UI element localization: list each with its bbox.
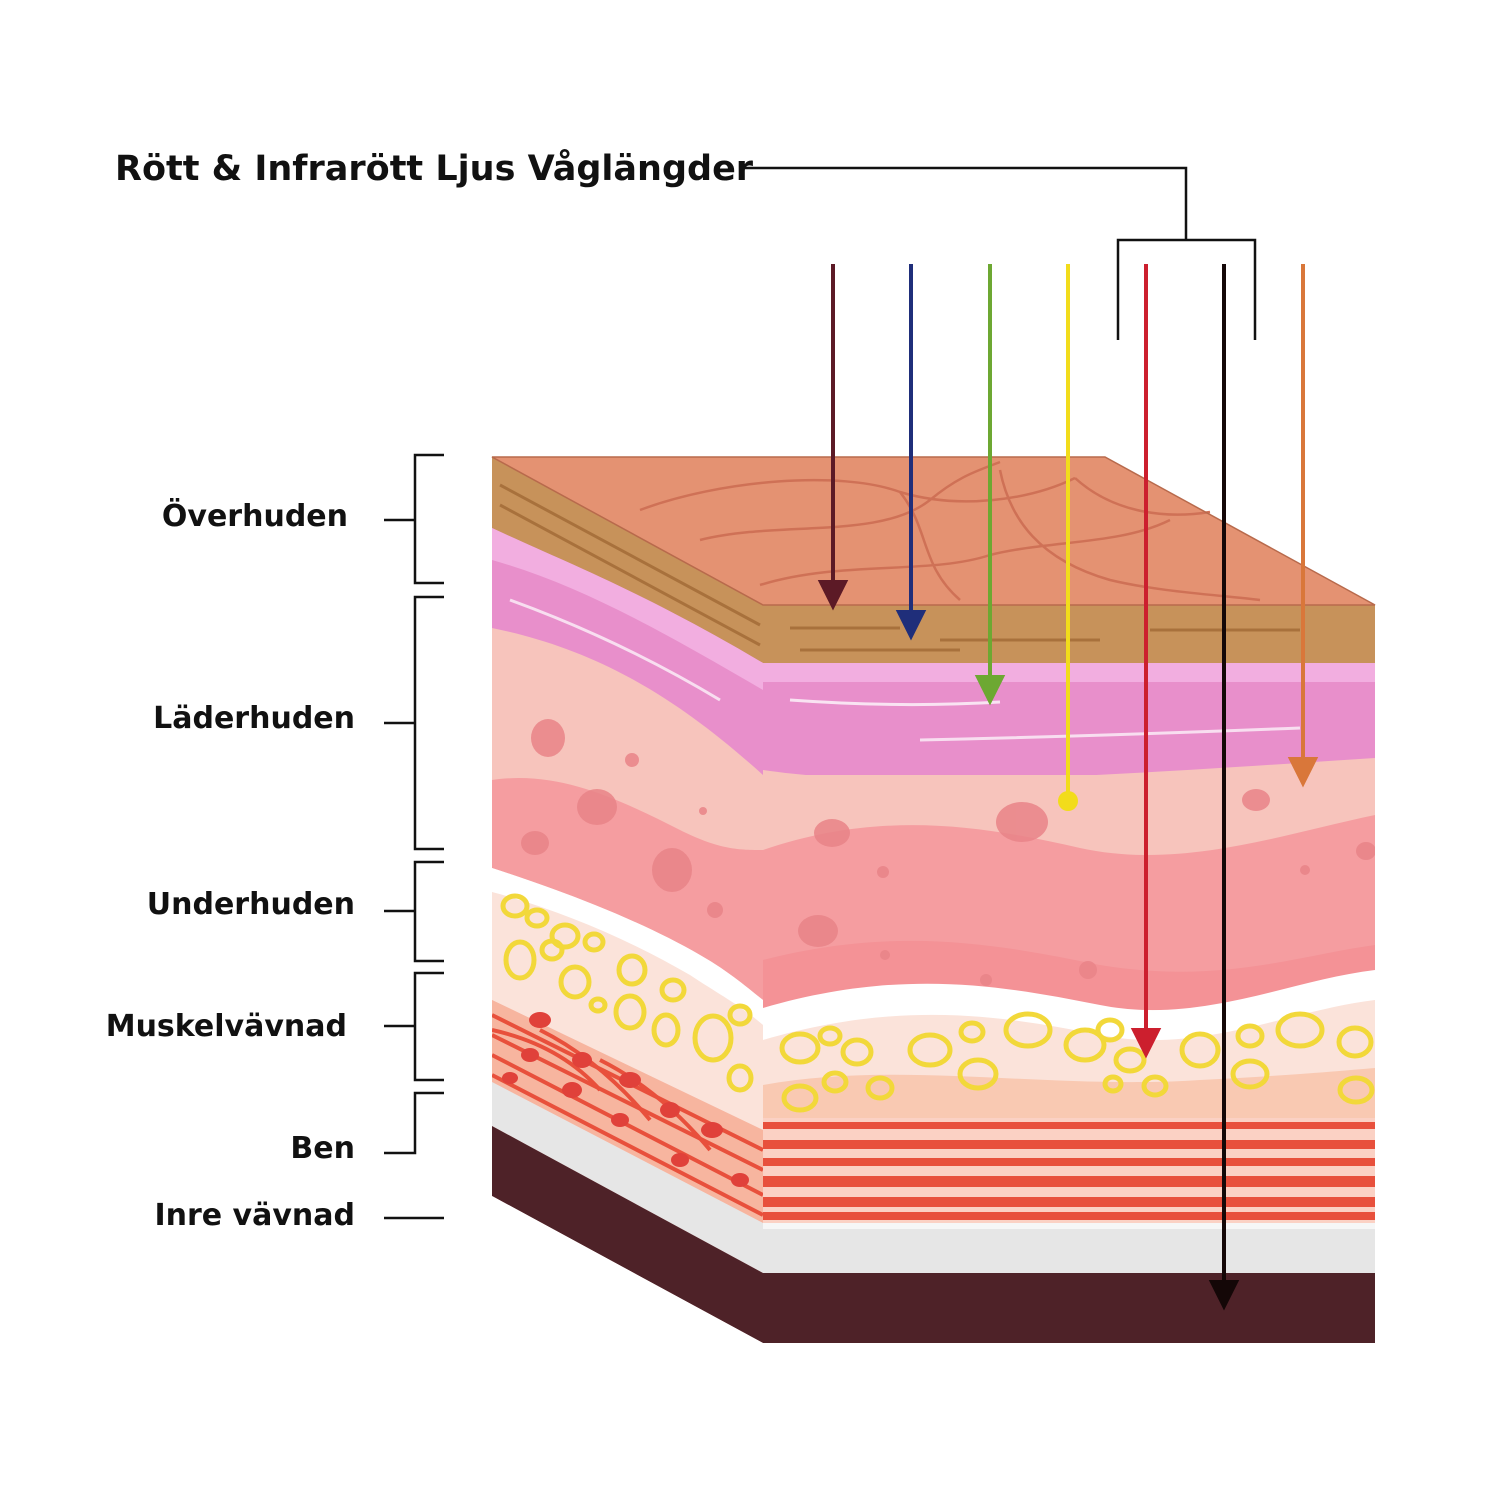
layer-label-muskelvavnad: Muskelvävnad: [106, 1009, 347, 1044]
layer-brackets: [384, 453, 444, 1220]
layer-label-inre: Inre vävnad: [154, 1198, 355, 1233]
title-connector: [740, 166, 1257, 340]
wavelength-arrow-4: [1058, 264, 1078, 811]
wavelength-arrow-3: [974, 264, 1006, 706]
wavelength-arrow-1: [817, 264, 849, 611]
skin-block-side-face: [492, 457, 763, 1343]
wavelength-arrow-2: [895, 264, 927, 641]
muscle-band: [763, 1118, 1375, 1223]
bone-band: [763, 1223, 1375, 1273]
skin-block-top-face: [491, 456, 1376, 606]
fat-cells-side: [500, 893, 754, 1093]
wavelength-arrow-5: [1130, 264, 1162, 1059]
bracket-underhuden: [384, 860, 444, 963]
layer-label-ben: Ben: [290, 1131, 355, 1166]
layer-label-laderhuden: Läderhuden: [153, 701, 355, 736]
diagram-title: Rött & Infrarött Ljus Våglängder: [115, 148, 754, 189]
wavelength-arrows: [817, 264, 1319, 1311]
fat-cells-front: [779, 1011, 1375, 1113]
bracket-ben: [384, 1091, 444, 1155]
wavelength-arrow-7: [1287, 264, 1319, 788]
bracket-overhuden: [384, 453, 444, 585]
bracket-muskelvavnad: [384, 971, 444, 1082]
layer-label-underhuden: Underhuden: [147, 887, 355, 922]
layer-label-overhuden: Överhuden: [162, 497, 348, 534]
inner-tissue-band: [763, 1273, 1375, 1343]
wavelength-arrow-6: [1208, 264, 1240, 1311]
bracket-laderhuden: [384, 595, 444, 851]
